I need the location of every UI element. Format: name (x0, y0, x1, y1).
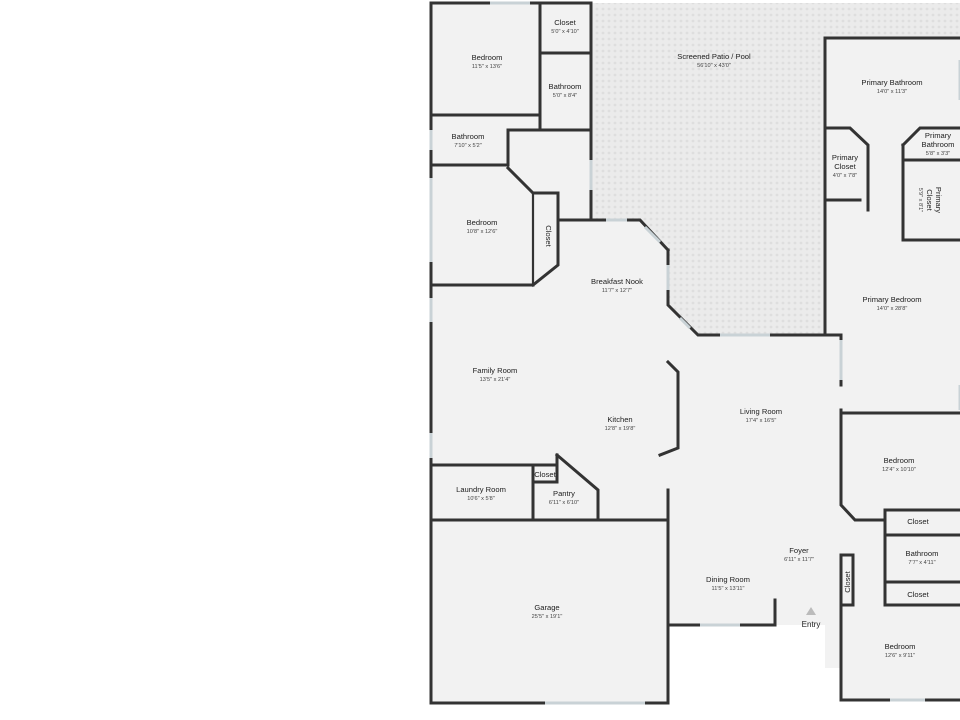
room-closet-laundry-name: Closet (534, 470, 556, 479)
room-bathroom-n-name: Bathroom (549, 82, 582, 91)
room-bedroom-e-name: Bedroom (884, 456, 915, 465)
room-garage-dims: 25'5" x 19'1" (532, 614, 563, 620)
room-dining-dims: 11'5" x 13'11" (712, 586, 745, 592)
entry-label: Entry (802, 620, 821, 629)
entry-arrow-icon (806, 607, 816, 615)
room-garage-name: Garage (534, 603, 559, 612)
room-primary-bed-name: Primary Bedroom (862, 295, 921, 304)
room-primary-bath-small-name-2: Bathroom (922, 140, 955, 149)
room-breakfast-dims: 11'7" x 12'7" (602, 288, 632, 294)
windows (429, 1, 960, 705)
room-family-name: Family Room (473, 366, 518, 375)
room-living-name: Living Room (740, 407, 782, 416)
room-bedroom-se-name: Bedroom (885, 642, 916, 651)
room-closet-nw-name: Closet (554, 18, 576, 27)
room-pantry-dims: 6'11" x 6'10" (549, 500, 579, 506)
room-bedroom-se-dims: 12'6" x 9'11" (885, 653, 915, 659)
room-dining-name: Dining Room (706, 575, 750, 584)
room-laundry-dims: 10'6" x 5'8" (467, 496, 495, 502)
room-closet-foyer-name: Closet (843, 570, 852, 592)
room-closet-w-name: Closet (544, 225, 553, 247)
room-bathroom-e-name: Bathroom (906, 549, 939, 558)
room-bedroom-nw-name: Bedroom (472, 53, 503, 62)
room-family-dims: 13'5" x 21'4" (480, 377, 511, 383)
room-primary-bath-name: Primary Bathroom (861, 78, 922, 87)
room-closet-nw-dims: 5'0" x 4'10" (551, 29, 579, 35)
room-bedroom-e-dims: 12'4" x 10'10" (882, 467, 916, 473)
room-kitchen-dims: 12'8" x 19'8" (605, 426, 636, 432)
room-labels: Bedroom 11'5" x 13'6" Closet 5'0" x 4'10… (452, 18, 955, 659)
room-primary-bath-small-name-1: Primary (925, 131, 951, 140)
room-primary-bath-small-dims: 5'8" x 3'3" (926, 151, 950, 157)
room-bedroom-nw-dims: 11'5" x 13'6" (472, 64, 502, 70)
room-bathroom-w-dims: 7'10" x 5'2" (454, 143, 482, 149)
room-primary-closet-l-dims: 4'0" x 7'8" (833, 173, 857, 179)
room-bathroom-e-dims: 7'7" x 4'11" (908, 560, 935, 566)
room-living-dims: 17'4" x 16'5" (746, 418, 777, 424)
room-closet-e1-name: Closet (907, 517, 929, 526)
room-closet-e2-name: Closet (907, 590, 929, 599)
room-bathroom-w-name: Bathroom (452, 132, 485, 141)
room-primary-closet-r-dims: 5'9" x 8'1" (917, 188, 923, 212)
room-pantry-name: Pantry (553, 489, 575, 498)
room-primary-closet-l-name-2: Closet (834, 162, 856, 171)
room-bedroom-w-name: Bedroom (467, 218, 498, 227)
room-foyer-name: Foyer (789, 546, 809, 555)
room-primary-bath-dims: 14'0" x 11'3" (877, 89, 907, 95)
room-laundry-name: Laundry Room (456, 485, 506, 494)
room-bathroom-n-dims: 5'0" x 8'4" (553, 93, 577, 99)
room-primary-closet-r-name-1: Primary (934, 187, 943, 213)
room-primary-closet-l-name-1: Primary (832, 153, 858, 162)
room-primary-closet-r-name-2: Closet (925, 189, 934, 211)
room-patio-name: Screened Patio / Pool (677, 52, 751, 61)
room-patio-dims: 56'10" x 43'0" (697, 63, 731, 69)
room-kitchen-name: Kitchen (607, 415, 632, 424)
room-breakfast-name: Breakfast Nook (591, 277, 643, 286)
room-primary-bed-dims: 14'0" x 28'8" (877, 306, 908, 312)
room-foyer-dims: 6'11" x 11'7" (784, 557, 814, 563)
room-bedroom-w-dims: 10'8" x 12'6" (467, 229, 498, 235)
patio-area (591, 3, 960, 335)
